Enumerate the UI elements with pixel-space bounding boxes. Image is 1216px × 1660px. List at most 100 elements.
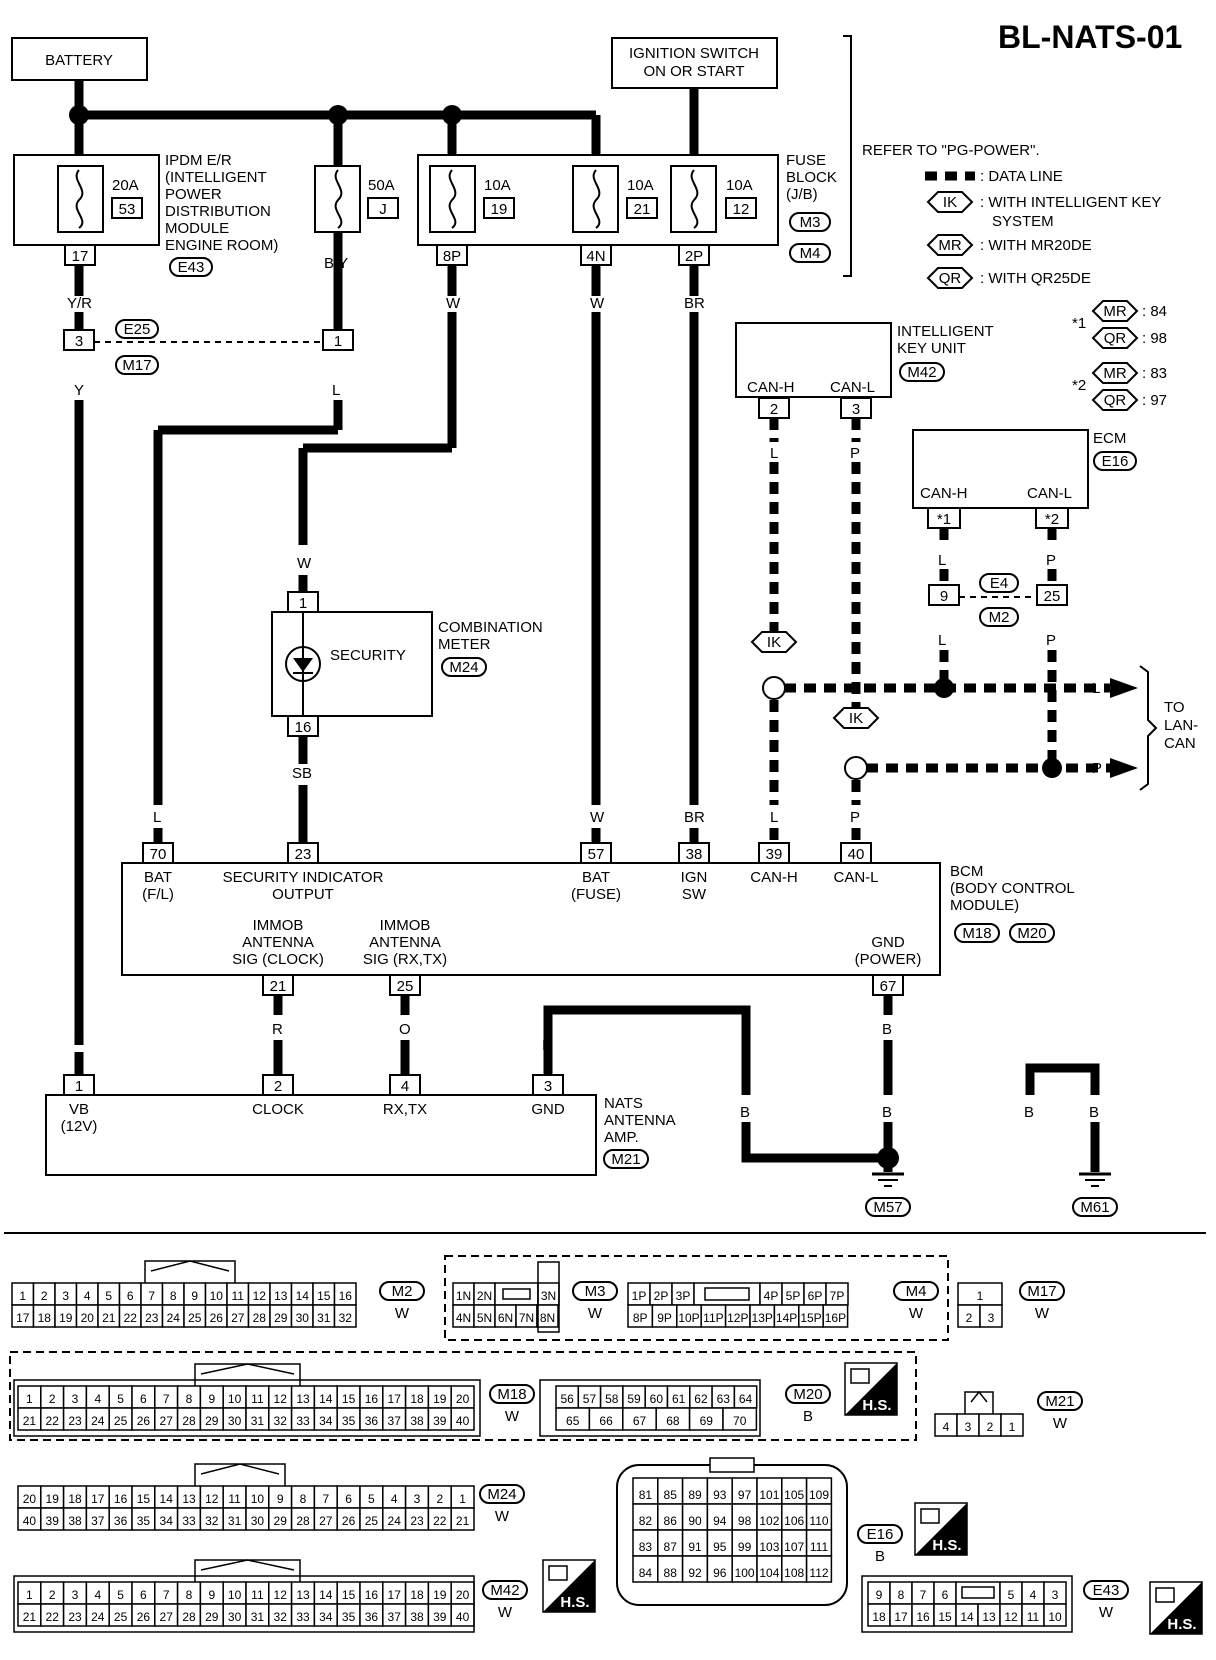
e16-row1-cell-label: 109 [809, 1488, 829, 1502]
hs-connector-icon [920, 1508, 940, 1524]
e43-row1a-cell-label: 8 [898, 1588, 905, 1602]
bcm-t-ign: IGN [681, 869, 708, 886]
hs-label: H.S. [932, 1537, 961, 1554]
conn-e43-face-color: W [1099, 1604, 1114, 1621]
m20-row1-cell-label: 59 [627, 1392, 641, 1406]
e16-row1-cell-label: 93 [713, 1488, 727, 1502]
m18-row2-cell [450, 1407, 475, 1431]
m18-row2-cell-label: 39 [433, 1414, 447, 1428]
e16-row1-cell-label: 105 [784, 1488, 804, 1502]
hs-connector-icon [1155, 1587, 1175, 1603]
m42-row2-cell-label: 33 [296, 1610, 310, 1624]
m2-row1-cell-label: 4 [84, 1289, 91, 1303]
conn-m24-face-id: M24 [487, 1486, 516, 1503]
nats-vb: VB [69, 1101, 89, 1118]
svg-text:IPDM E/R: IPDM E/R [165, 152, 232, 169]
m2-row2-cell-label: 20 [81, 1311, 95, 1325]
nats-pin-2: 2 [274, 1078, 282, 1095]
m2-row2-cell-label: 28 [253, 1311, 267, 1325]
m42-row2-cell-label: 34 [319, 1610, 333, 1624]
m18-row1-cell-label: 6 [140, 1392, 147, 1406]
m4-row2-cell-label: 9P [657, 1311, 672, 1325]
m2-row1-cell-label: 5 [105, 1289, 112, 1303]
m42-row1-cell-label: 14 [319, 1588, 333, 1602]
nats-clock: CLOCK [252, 1101, 304, 1118]
m18-row2-cell-label: 38 [410, 1414, 424, 1428]
m18-row1-cell-label: 3 [72, 1392, 79, 1406]
m24-row1-cell-label: 9 [277, 1492, 284, 1506]
m24-row2-cell-label: 33 [182, 1514, 196, 1528]
wire-l-canh: L [770, 809, 778, 826]
m42-row2-cell-label: 29 [205, 1610, 219, 1624]
conn-e43: E43 [178, 259, 205, 276]
m42-row2-cell-label: 25 [114, 1610, 128, 1624]
e16-row3-cell-label: 91 [688, 1540, 702, 1554]
bcm-t-gnd2: (POWER) [855, 951, 922, 968]
connector-latch [194, 1559, 301, 1582]
fb-f1: 10A [484, 177, 511, 194]
nats-pin-3: 3 [544, 1078, 552, 1095]
wire-l-ecm: L [938, 552, 946, 569]
wire-br-bcm: BR [684, 809, 705, 826]
m18-row2-cell-label: 36 [365, 1414, 379, 1428]
e16-row2-cell [632, 1503, 659, 1531]
hs-label: H.S. [560, 1594, 589, 1611]
m24-row1-cell-label: 11 [228, 1492, 241, 1506]
e16-row1-cell-label: 89 [688, 1488, 702, 1502]
conn-m42-face-id: M42 [490, 1582, 519, 1599]
m2-row2-cell-label: 18 [38, 1311, 52, 1325]
legend-star1: *1 [1072, 315, 1086, 332]
m24-row1-cell-label: 19 [46, 1492, 60, 1506]
connector-latch [194, 1463, 286, 1486]
conn-m17-face-tag [1019, 1281, 1065, 1301]
conn-e43-tag [169, 257, 213, 277]
hs-triangle [1150, 1582, 1202, 1634]
m2-row2-cell-label: 24 [167, 1311, 181, 1325]
m2-row1-cell-label: 11 [232, 1289, 245, 1303]
hs-triangle [915, 1503, 967, 1555]
e16-row2-cell [805, 1503, 833, 1531]
conn-m20-face-tag [785, 1384, 831, 1404]
legend-mr-text: : WITH MR20DE [980, 237, 1092, 254]
conn-m3-face-tag [572, 1281, 618, 1301]
fb-label-2: BLOCK [786, 169, 837, 186]
m18-row1-cell-label: 7 [163, 1392, 170, 1406]
bcm-t-sec2: OUTPUT [272, 886, 334, 903]
m18-row1-cell-label: 15 [342, 1392, 356, 1406]
m42-row1-cell-label: 17 [388, 1588, 402, 1602]
m18-row1-cell-label: 4 [94, 1392, 101, 1406]
m18-row1-cell-label: 9 [208, 1392, 215, 1406]
hs-connector-icon [850, 1368, 870, 1384]
e16-row2-cell [731, 1503, 758, 1531]
m18-row2-cell-label: 24 [91, 1414, 105, 1428]
nats-label-1: NATS [604, 1095, 643, 1112]
legend-star2-mr-val: : 83 [1142, 365, 1167, 382]
e16-row3-cell-label: 103 [759, 1540, 779, 1554]
fb-f2-no: 21 [634, 201, 651, 218]
ground-m57: M57 [873, 1199, 902, 1216]
e16-row4-cell [632, 1555, 659, 1583]
bcm-pin-25: 25 [397, 978, 414, 995]
nats-gnd: GND [531, 1101, 565, 1118]
e16-row4-cell-label: 92 [688, 1566, 702, 1580]
m18-row1-cell-label: 8 [186, 1392, 193, 1406]
m2-row1-cell-label: 2 [41, 1289, 48, 1303]
m24-row2-cell-label: 24 [388, 1514, 402, 1528]
m4-row1a-cell-label: 1P [632, 1289, 647, 1303]
joint-pin-1: 1 [334, 333, 342, 350]
ik-badge [926, 191, 974, 213]
legend-ik: IK [943, 194, 957, 211]
connector-latch-mark [150, 1260, 230, 1272]
bcm-pin-67: 67 [880, 978, 897, 995]
m42-row2-cell-label: 28 [182, 1610, 196, 1624]
conn-m18-face-id: M18 [497, 1386, 526, 1403]
conn-m20: M20 [1017, 925, 1046, 942]
ikey-canl: CAN-L [830, 379, 875, 396]
wire-b-gnd: B [882, 1021, 892, 1038]
m2-row2-cell-label: 27 [231, 1311, 245, 1325]
svg-text:MODULE: MODULE [165, 220, 229, 237]
m4-row2-cell-label: 14P [776, 1311, 797, 1325]
m18-row2-cell-label: 35 [342, 1414, 356, 1428]
bcm-label-3: MODULE) [950, 897, 1019, 914]
m2-row2-cell-label: 26 [210, 1311, 224, 1325]
